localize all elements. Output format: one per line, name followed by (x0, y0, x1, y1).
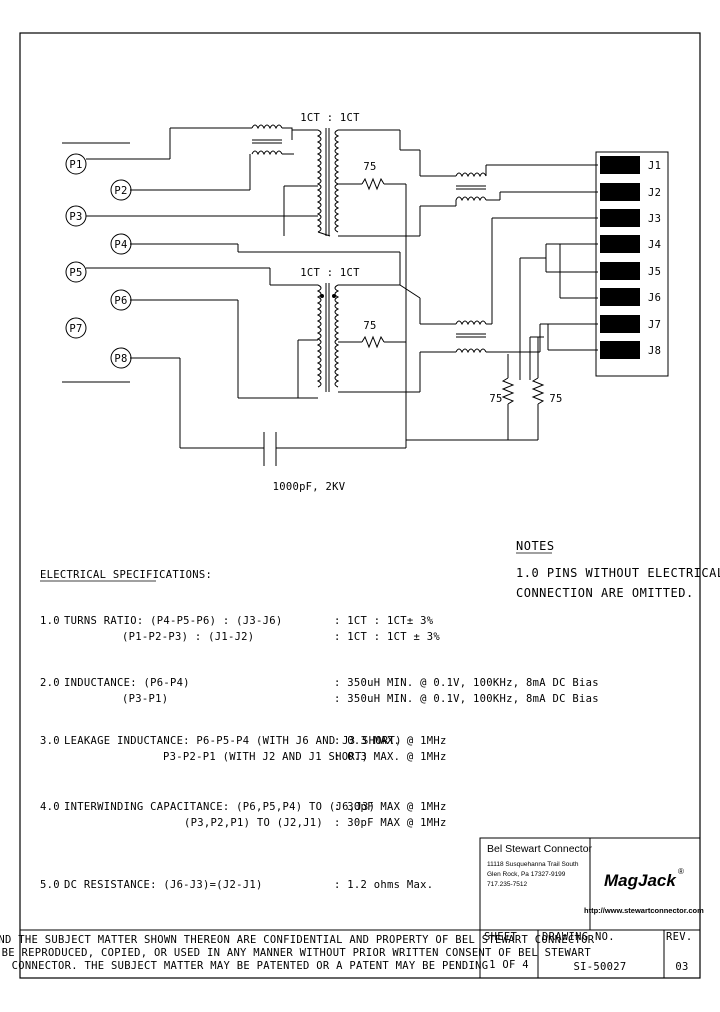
spec-value: : 1.2 ohms Max. (334, 879, 433, 891)
j-pin-label-j8: J8 (648, 345, 661, 357)
p-pin-p7: P7 (65, 317, 87, 339)
p-pin-p3: P3 (65, 205, 87, 227)
resistor-mid-label: 75 (363, 320, 376, 332)
j-pin-label-j1: J1 (648, 160, 661, 172)
notes-title: NOTES (516, 539, 555, 553)
j-pin-label-j6: J6 (648, 292, 661, 304)
spec-num: 5.0 (40, 879, 60, 891)
spec-row: (P3-P1) : 350uH MIN. @ 0.1V, 100KHz, 8mA… (122, 693, 599, 705)
confidentiality-notice: THIS DRAWING AND THE SUBJECT MATTER SHOW… (0, 934, 595, 972)
spec-label: (P3,P2,P1) TO (J2,J1) (184, 817, 323, 829)
spec-num: 3.0 (40, 735, 60, 747)
drawing-no-label: DRAWING NO. (542, 931, 615, 943)
confidential-line-2: AND SHALL NOT BE REPRODUCED, COPIED, OR … (0, 947, 591, 959)
spec-value: : 0.3 MAX. @ 1MHz (334, 751, 447, 763)
spec-label: (P3-P1) (122, 693, 168, 705)
p-pin-p8: P8 (110, 347, 132, 369)
resistor-right-vertical-label: 75 (549, 393, 562, 405)
capacitor-label: 1000pF, 2KV (273, 481, 346, 493)
p-pin-p4: P4 (110, 233, 132, 255)
spec-label: INDUCTANCE: (P6-P4) (64, 677, 190, 689)
p-pin-p5: P5 (65, 261, 87, 283)
company-address-2: Glen Rock, Pa 17327-9199 (487, 871, 566, 878)
confidential-line-3: CONNECTOR. THE SUBJECT MATTER MAY BE PAT… (12, 960, 489, 972)
p-pin-label: P8 (114, 353, 127, 365)
spec-row: 1.0 TURNS RATIO: (P4-P5-P6) : (J3-J6) : … (40, 615, 434, 627)
brand-logo: MagJack ® http://www.stewartconnector.co… (584, 867, 704, 915)
j-connector-housing (595, 151, 669, 377)
drawing-number: SI-50027 (574, 961, 627, 973)
spec-label: (P1-P2-P3) : (J1-J2) (122, 631, 254, 643)
j-pin-label-j5: J5 (648, 266, 661, 278)
brand-registered-mark: ® (678, 867, 684, 876)
electrical-specifications: ELECTRICAL SPECIFICATIONS: 1.0 TURNS RAT… (40, 569, 599, 891)
p-pin-label: P2 (114, 185, 127, 197)
spec-row: 2.0 INDUCTANCE: (P6-P4) : 350uH MIN. @ 0… (40, 677, 599, 689)
sheet-label: SHEET (484, 931, 517, 943)
spec-value: : 30pF MAX @ 1MHz (334, 801, 447, 813)
j-pin-label-j7: J7 (648, 319, 661, 331)
transformer-top-label: 1CT : 1CT (300, 112, 360, 124)
resistor-top-label: 75 (363, 161, 376, 173)
j-pin-label-j3: J3 (648, 213, 661, 225)
schematic: P1 P2 P3 P4 P5 P6 P7 P8 (62, 112, 669, 493)
notes-section: NOTES 1.0 PINS WITHOUT ELECTRICAL CONNEC… (516, 539, 720, 600)
spec-value: : 1CT : 1CT ± 3% (334, 631, 440, 643)
spec-label: DC RESISTANCE: (J6-J3)=(J2-J1) (64, 879, 263, 891)
j-pin-label-j4: J4 (648, 239, 661, 251)
title-block (19, 837, 701, 979)
j-pin-labels: J1 J2 J3 J4 J5 J6 J7 J8 (648, 160, 661, 357)
p-pin-label: P5 (69, 267, 82, 279)
j-pin-pads (600, 156, 640, 359)
p-pin-p6: P6 (110, 289, 132, 311)
brand-logo-text: MagJack (604, 871, 677, 890)
j-pin-label-j2: J2 (648, 187, 661, 199)
spec-row: P3-P2-P1 (WITH J2 AND J1 SHORT) : 0.3 MA… (163, 751, 447, 763)
p-pin-label: P6 (114, 295, 127, 307)
spec-num: 2.0 (40, 677, 60, 689)
company-phone: 717.235-7512 (487, 881, 528, 888)
resistor-left-vertical-label: 75 (489, 393, 502, 405)
p-pin-label: P3 (69, 211, 82, 223)
spec-value: : 1CT : 1CT± 3% (334, 615, 434, 627)
spec-label: TURNS RATIO: (P4-P5-P6) : (J3-J6) (64, 615, 283, 627)
company-name: Bel Stewart Connector (487, 843, 593, 855)
spec-label: INTERWINDING CAPACITANCE: (P6,P5,P4) TO … (64, 801, 375, 813)
p-pin-p1: P1 (65, 153, 87, 175)
company-address-1: 11118 Susquehanna Trail South (487, 861, 579, 868)
spec-row: (P3,P2,P1) TO (J2,J1) : 30pF MAX @ 1MHz (184, 817, 447, 829)
company-info: Bel Stewart Connector 11118 Susquehanna … (487, 843, 593, 888)
spec-label: LEAKAGE INDUCTANCE: P6-P5-P4 (WITH J6 AN… (64, 735, 402, 747)
p-pin-p2: P2 (110, 179, 132, 201)
spec-num: 4.0 (40, 801, 60, 813)
spec-value: : 350uH MIN. @ 0.1V, 100KHz, 8mA DC Bias (334, 677, 599, 689)
rev-label: REV. (666, 931, 693, 943)
spec-row: (P1-P2-P3) : (J1-J2) : 1CT : 1CT ± 3% (122, 631, 440, 643)
confidential-line-1: THIS DRAWING AND THE SUBJECT MATTER SHOW… (0, 934, 595, 946)
specs-title: ELECTRICAL SPECIFICATIONS: (40, 569, 212, 581)
spec-label: P3-P2-P1 (WITH J2 AND J1 SHORT) (163, 751, 368, 763)
spec-value: : 30pF MAX @ 1MHz (334, 817, 447, 829)
spec-value: : 350uH MIN. @ 0.1V, 100KHz, 8mA DC Bias (334, 693, 599, 705)
notes-line-1: 1.0 PINS WITHOUT ELECTRICAL (516, 566, 720, 580)
transformer-bottom-label: 1CT : 1CT (300, 267, 360, 279)
spec-num: 1.0 (40, 615, 60, 627)
company-url-link[interactable]: http://www.stewartconnector.com (584, 906, 704, 915)
drawing-border (19, 32, 701, 979)
spec-row: 5.0 DC RESISTANCE: (J6-J3)=(J2-J1) : 1.2… (40, 879, 433, 891)
spec-value: : 0.3 MAX. @ 1MHz (334, 735, 447, 747)
notes-line-2: CONNECTION ARE OMITTED. (516, 586, 694, 600)
p-pin-label: P7 (69, 323, 82, 335)
sheet-value: 1 OF 4 (489, 959, 529, 971)
sheet-info: SHEET 1 OF 4 DRAWING NO. SI-50027 REV. 0… (484, 931, 693, 973)
p-pin-label: P1 (69, 159, 82, 171)
revision-number: 03 (675, 961, 688, 973)
spec-row: 3.0 LEAKAGE INDUCTANCE: P6-P5-P4 (WITH J… (40, 735, 447, 747)
p-pin-label: P4 (114, 239, 127, 251)
spec-row: 4.0 INTERWINDING CAPACITANCE: (P6,P5,P4)… (40, 801, 447, 813)
